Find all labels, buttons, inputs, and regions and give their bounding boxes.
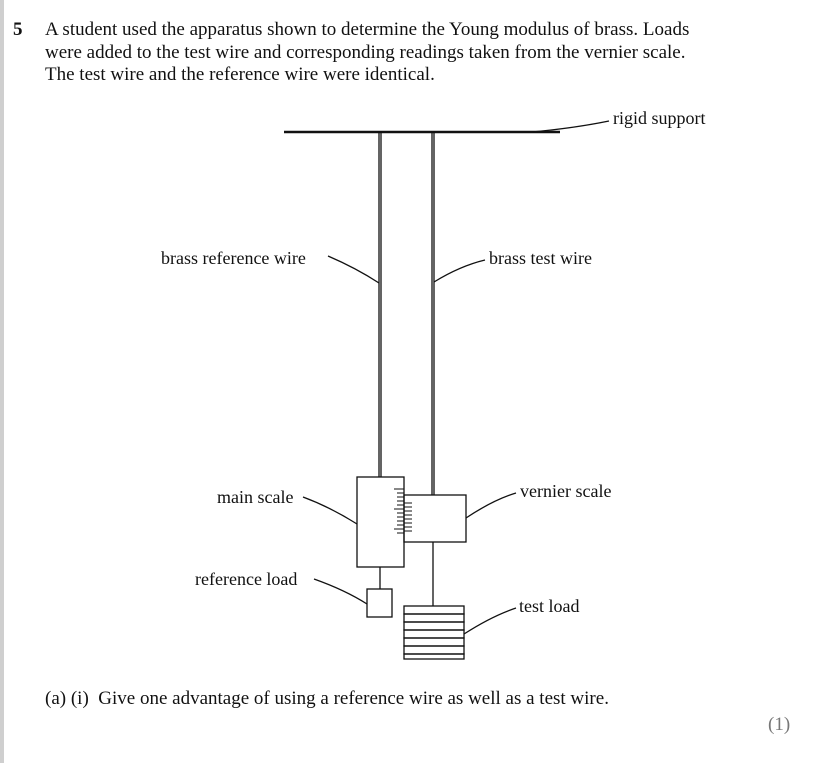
label-main-scale: main scale — [217, 487, 294, 507]
part-a-label: (a) (i) — [45, 688, 89, 709]
vernier-scale-frame — [403, 494, 467, 543]
vernier-scale-leader — [465, 492, 517, 519]
intro-line-3: The test wire and the reference wire wer… — [45, 64, 435, 85]
question-number: 5 — [13, 19, 23, 40]
vernier-scale-ticks — [404, 502, 412, 532]
main-scale-frame — [356, 476, 405, 568]
intro-line-2: were added to the test wire and correspo… — [45, 41, 686, 63]
label-rigid-support: rigid support — [613, 108, 706, 128]
main-scale-leader — [302, 496, 358, 525]
label-test-load: test load — [519, 596, 580, 616]
part-a-question: (a) (i) Give one advantage of using a re… — [45, 688, 609, 710]
reference-load-mass — [366, 588, 393, 618]
part-a-marks: (1) — [768, 714, 791, 735]
rigid-support-leader — [531, 120, 610, 133]
reference-load-leader — [313, 578, 368, 605]
test-load-leader — [463, 607, 517, 635]
part-a-text: Give one advantage of using a reference … — [98, 688, 609, 709]
label-reference-load: reference load — [195, 569, 298, 589]
intro-line-1: A student used the apparatus shown to de… — [45, 19, 690, 40]
label-vernier-scale: vernier scale — [520, 481, 612, 501]
reference-wire-leader — [327, 255, 380, 284]
main-scale-ticks — [394, 488, 404, 534]
left-margin-rule — [0, 0, 4, 763]
label-test-wire: brass test wire — [489, 248, 592, 268]
test-wire-leader — [433, 259, 486, 283]
test-load-masses — [403, 605, 465, 660]
label-reference-wire: brass reference wire — [161, 248, 306, 268]
question-intro: A student used the apparatus shown to de… — [45, 19, 805, 87]
